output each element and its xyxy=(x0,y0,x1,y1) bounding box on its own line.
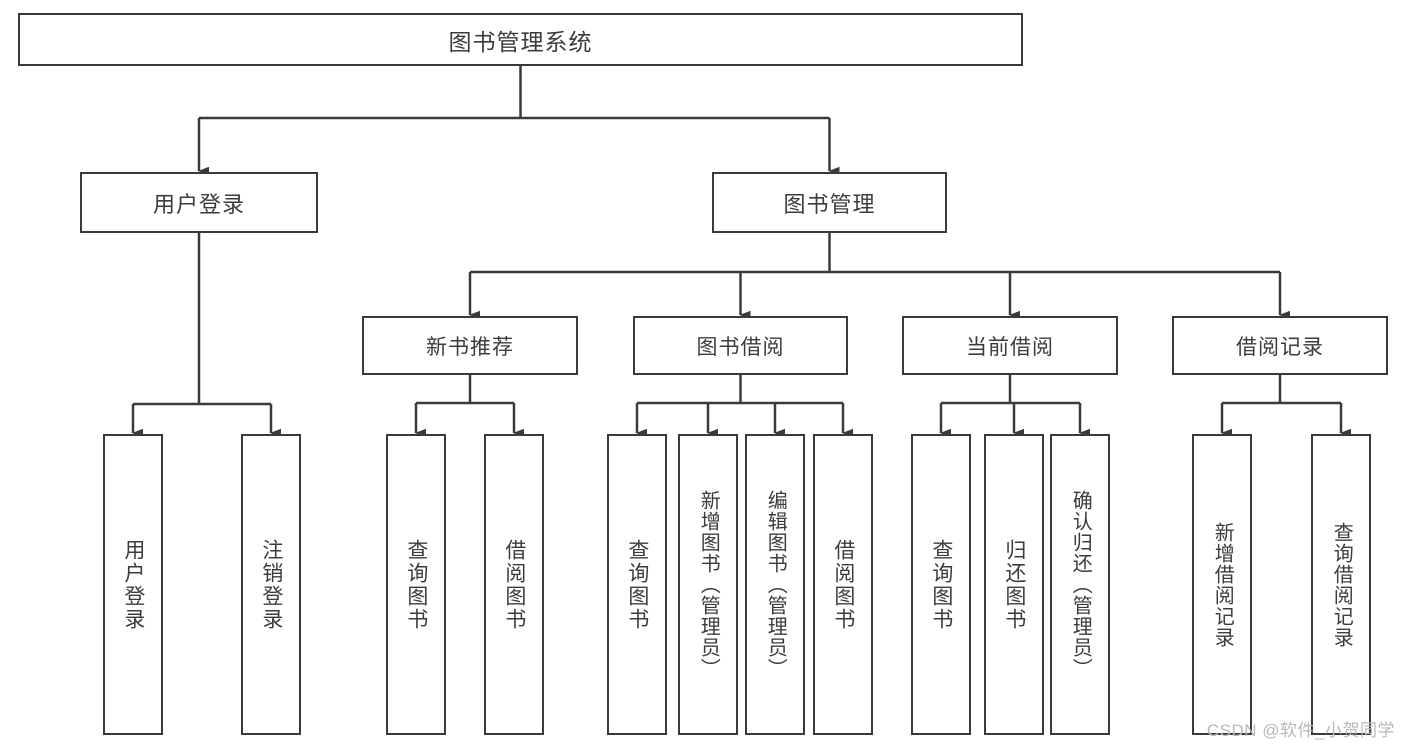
node-leaf-query-book-3[interactable]: 查询图书 xyxy=(911,434,971,735)
node-current-borrow-label: 当前借阅 xyxy=(966,335,1054,359)
node-leaf-logout-label: 注销登录 xyxy=(259,538,283,631)
node-leaf-query-book-1[interactable]: 查询图书 xyxy=(386,434,446,735)
node-book-borrow-label: 图书借阅 xyxy=(696,335,785,359)
node-leaf-add-book-label: 新增图书（管理员） xyxy=(697,490,720,679)
node-leaf-user-login[interactable]: 用户登录 xyxy=(103,434,163,735)
node-leaf-query-book-3-label: 查询图书 xyxy=(929,538,953,631)
node-root-label: 图书管理系统 xyxy=(448,28,593,55)
node-leaf-edit-book-label: 编辑图书（管理员） xyxy=(764,490,787,679)
node-user-login[interactable]: 用户登录 xyxy=(80,172,318,233)
node-leaf-add-record-label: 新增借阅记录 xyxy=(1211,521,1234,648)
node-book-manage-label: 图书管理 xyxy=(783,191,876,217)
node-user-login-label: 用户登录 xyxy=(152,191,245,217)
node-leaf-borrow-book-1[interactable]: 借阅图书 xyxy=(484,434,544,735)
node-leaf-query-book-2[interactable]: 查询图书 xyxy=(607,434,667,735)
node-leaf-query-record[interactable]: 查询借阅记录 xyxy=(1311,434,1371,735)
node-leaf-query-book-1-label: 查询图书 xyxy=(404,538,428,631)
node-leaf-add-book[interactable]: 新增图书（管理员） xyxy=(678,434,738,735)
node-borrow-record-label: 借阅记录 xyxy=(1236,335,1324,359)
node-leaf-return-book[interactable]: 归还图书 xyxy=(984,434,1044,735)
node-leaf-query-book-2-label: 查询图书 xyxy=(625,538,649,631)
node-current-borrow[interactable]: 当前借阅 xyxy=(902,316,1118,375)
node-new-book-rec-label: 新书推荐 xyxy=(426,335,514,359)
node-borrow-record[interactable]: 借阅记录 xyxy=(1172,316,1388,375)
node-book-manage[interactable]: 图书管理 xyxy=(712,172,947,233)
node-leaf-confirm-return[interactable]: 确认归还（管理员） xyxy=(1050,434,1110,735)
node-leaf-edit-book[interactable]: 编辑图书（管理员） xyxy=(745,434,805,735)
node-leaf-logout[interactable]: 注销登录 xyxy=(241,434,301,735)
node-leaf-return-book-label: 归还图书 xyxy=(1002,538,1026,631)
node-book-borrow[interactable]: 图书借阅 xyxy=(633,316,848,375)
node-leaf-confirm-return-label: 确认归还（管理员） xyxy=(1069,490,1092,679)
node-leaf-query-record-label: 查询借阅记录 xyxy=(1330,521,1353,648)
node-leaf-add-record[interactable]: 新增借阅记录 xyxy=(1192,434,1252,735)
node-leaf-borrow-book-2[interactable]: 借阅图书 xyxy=(813,434,873,735)
node-root[interactable]: 图书管理系统 xyxy=(18,13,1023,66)
node-leaf-user-login-label: 用户登录 xyxy=(121,538,145,631)
node-leaf-borrow-book-2-label: 借阅图书 xyxy=(831,538,855,631)
node-new-book-rec[interactable]: 新书推荐 xyxy=(362,316,578,375)
node-leaf-borrow-book-1-label: 借阅图书 xyxy=(502,538,526,631)
